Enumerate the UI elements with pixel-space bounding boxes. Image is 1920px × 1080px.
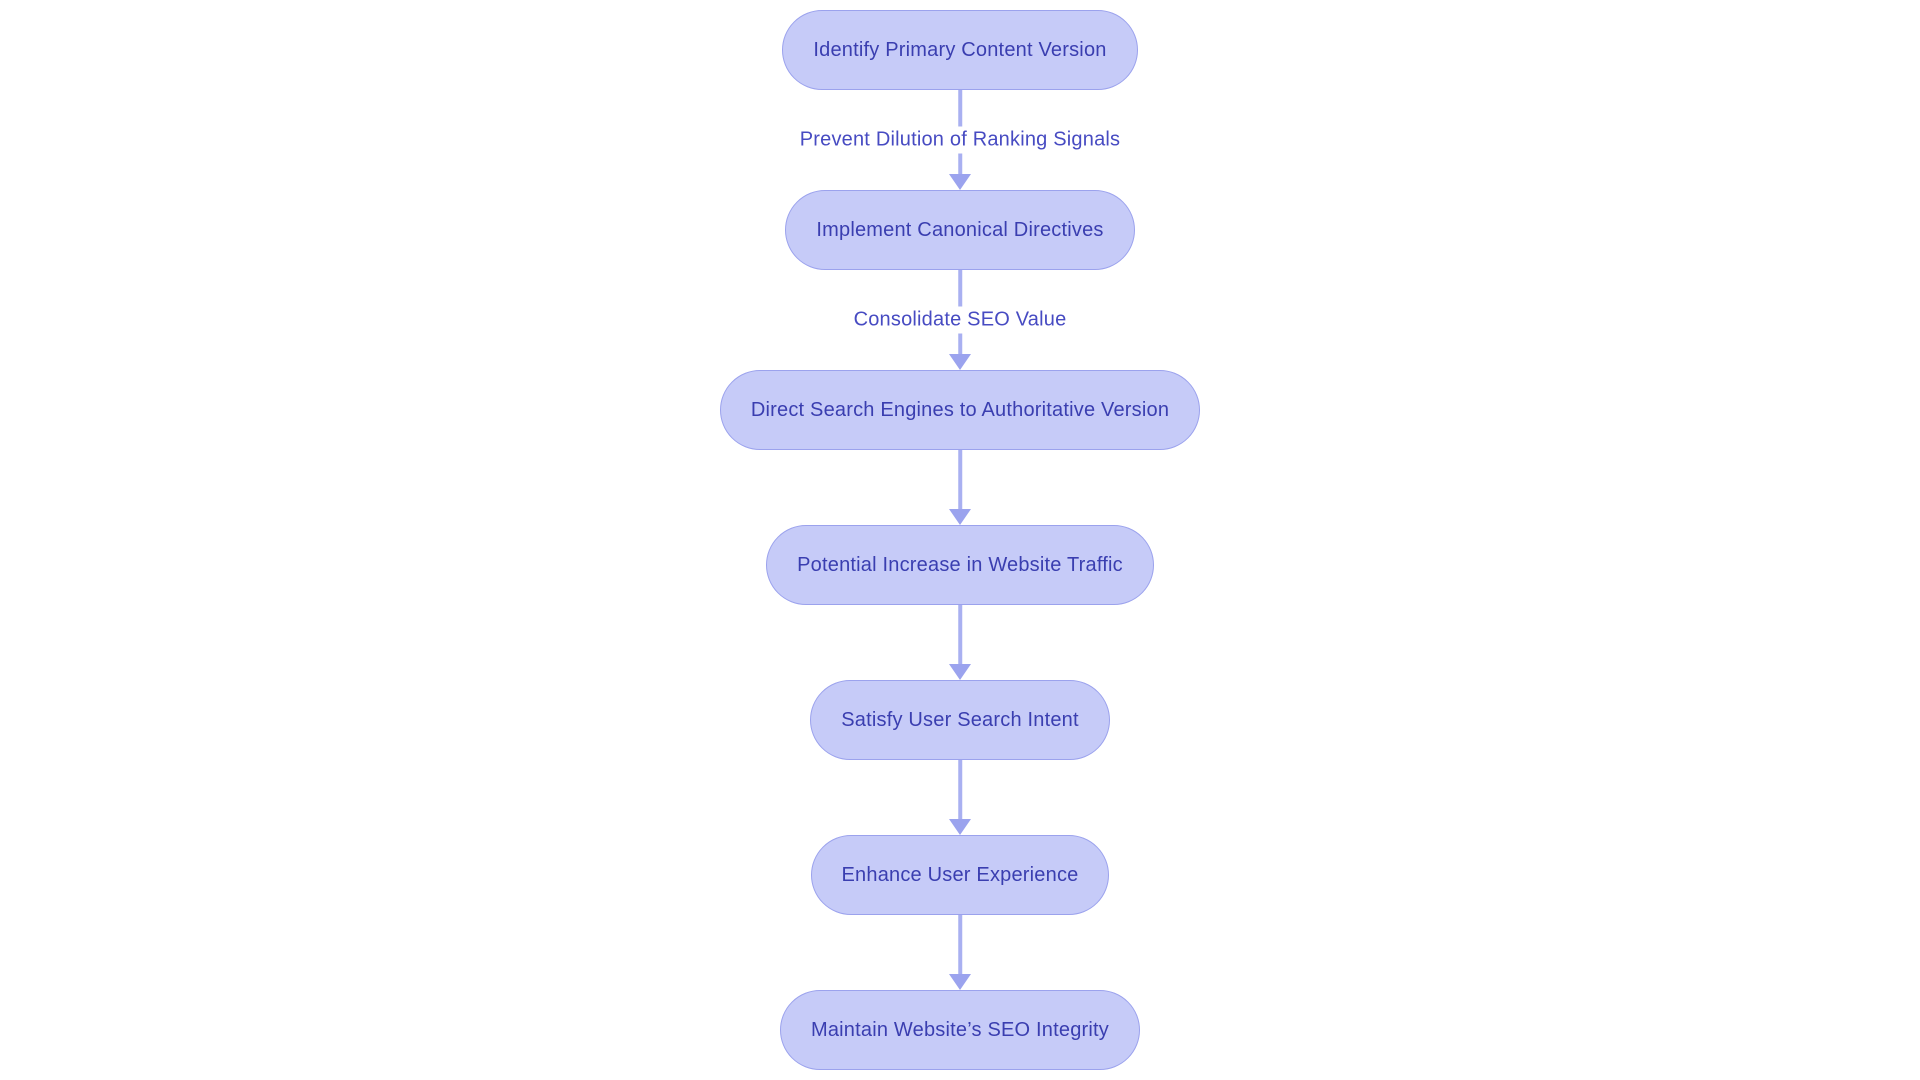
edge-6 bbox=[700, 915, 1220, 990]
node-implement-canonical-directives: Implement Canonical Directives bbox=[785, 190, 1135, 270]
node-enhance-user-experience: Enhance User Experience bbox=[810, 835, 1110, 915]
edge-line bbox=[958, 605, 962, 666]
arrowhead-down-icon bbox=[949, 354, 971, 370]
node-identify-primary-content-version: Identify Primary Content Version bbox=[782, 10, 1138, 90]
node-label: Maintain Website’s SEO Integrity bbox=[810, 1018, 1109, 1041]
edge-line bbox=[958, 450, 962, 511]
node-label: Enhance User Experience bbox=[841, 863, 1079, 886]
node-label: Identify Primary Content Version bbox=[813, 38, 1107, 61]
edge-4 bbox=[700, 605, 1220, 680]
node-label: Satisfy User Search Intent bbox=[841, 708, 1079, 731]
edge-line bbox=[958, 760, 962, 821]
edge-line bbox=[958, 915, 962, 976]
edge-label: Prevent Dilution of Ranking Signals bbox=[791, 126, 1129, 154]
arrowhead-down-icon bbox=[949, 819, 971, 835]
node-direct-search-engines-to-authoritative-version: Direct Search Engines to Authoritative V… bbox=[719, 370, 1201, 450]
edge-2: Consolidate SEO Value bbox=[700, 270, 1220, 370]
edge-1: Prevent Dilution of Ranking Signals bbox=[700, 90, 1220, 190]
node-label: Potential Increase in Website Traffic bbox=[797, 553, 1123, 576]
edge-3 bbox=[700, 450, 1220, 525]
arrowhead-down-icon bbox=[949, 174, 971, 190]
arrowhead-down-icon bbox=[949, 509, 971, 525]
node-label: Implement Canonical Directives bbox=[816, 218, 1104, 241]
node-label: Direct Search Engines to Authoritative V… bbox=[750, 398, 1170, 421]
node-potential-increase-in-website-traffic: Potential Increase in Website Traffic bbox=[766, 525, 1154, 605]
arrowhead-down-icon bbox=[949, 664, 971, 680]
node-maintain-websites-seo-integrity: Maintain Website’s SEO Integrity bbox=[779, 990, 1140, 1070]
edge-5 bbox=[700, 760, 1220, 835]
edge-label: Consolidate SEO Value bbox=[845, 306, 1075, 334]
node-satisfy-user-search-intent: Satisfy User Search Intent bbox=[810, 680, 1110, 760]
arrowhead-down-icon bbox=[949, 974, 971, 990]
